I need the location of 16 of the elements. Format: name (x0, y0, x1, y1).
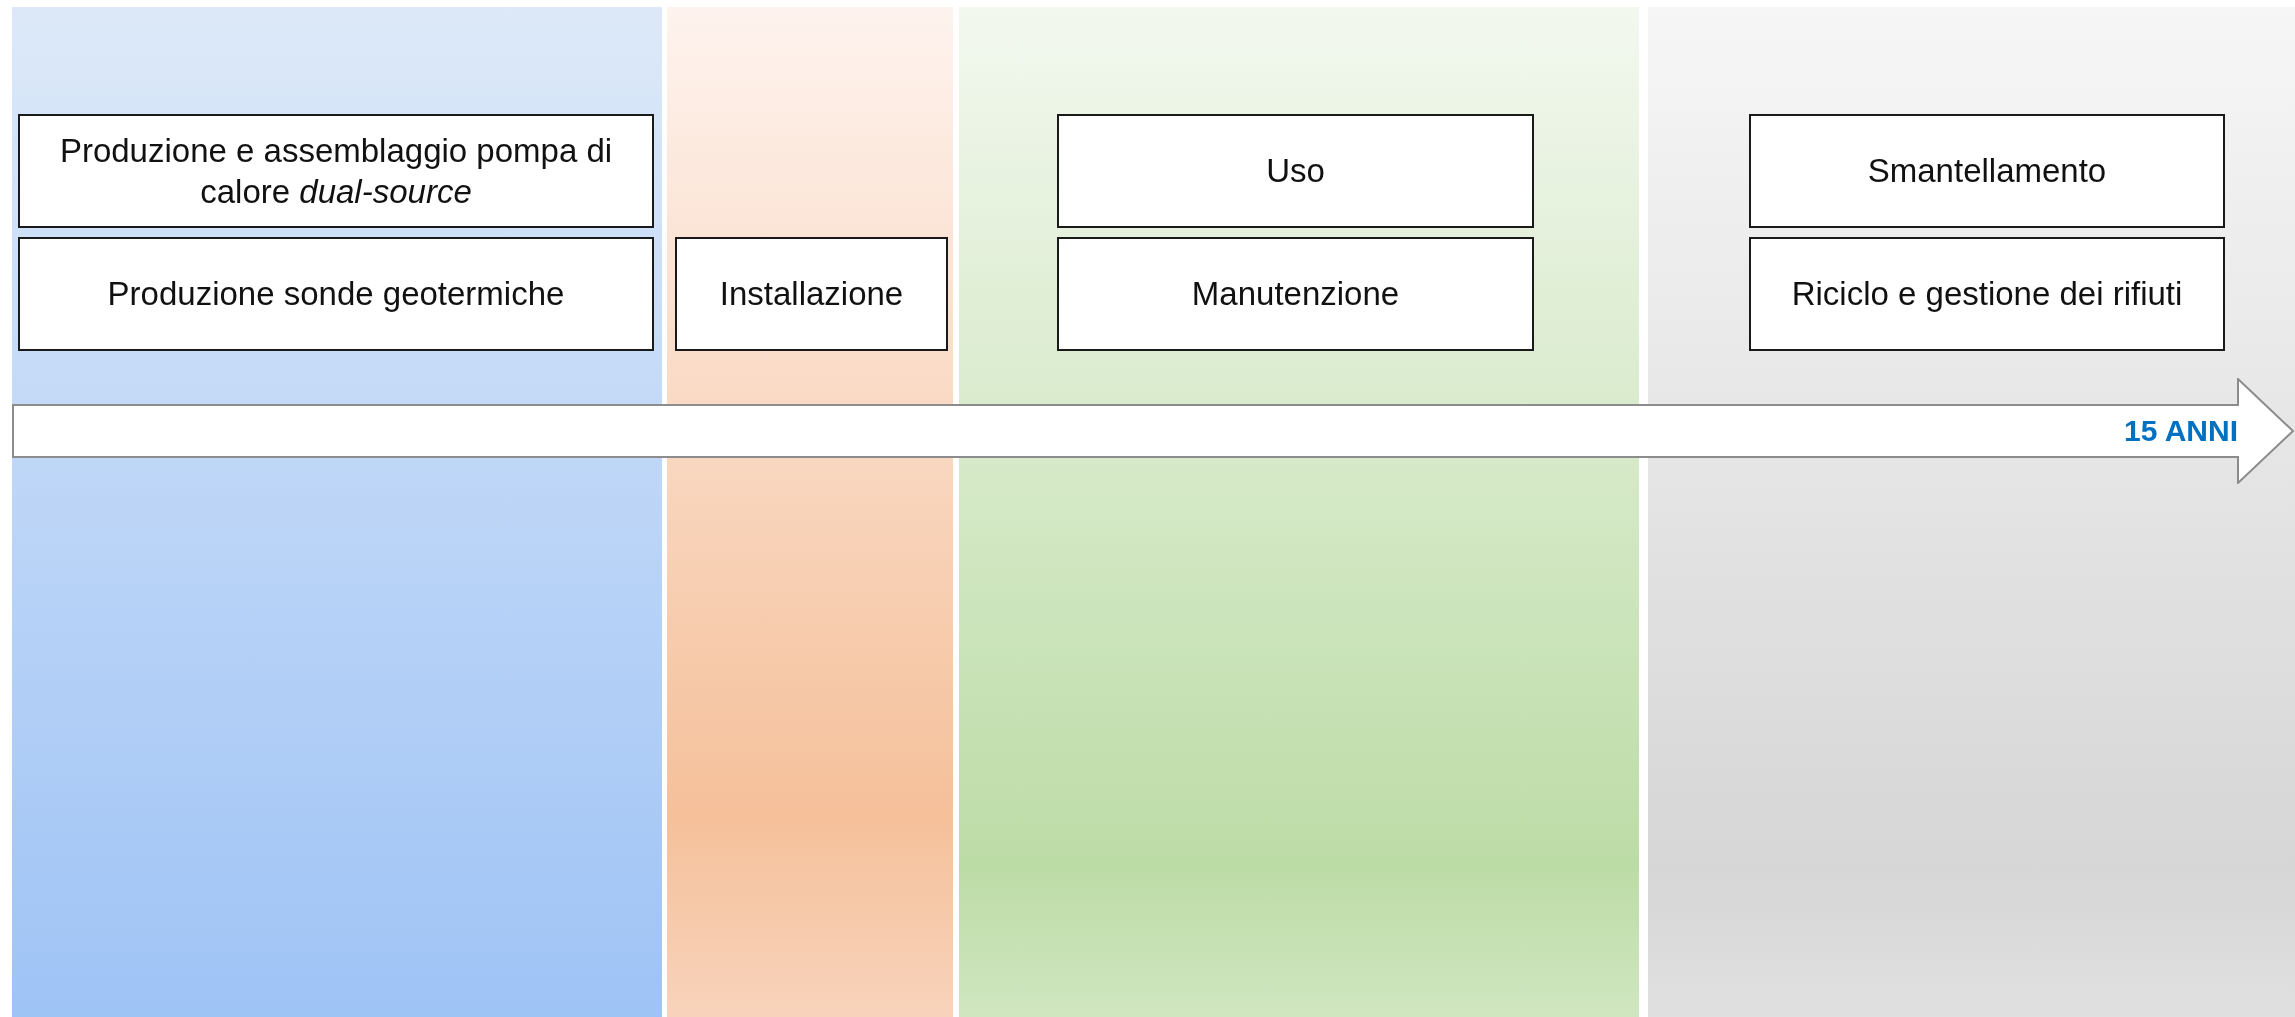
phase-box (18, 237, 654, 351)
phase-box (1057, 114, 1534, 228)
phase-box (675, 237, 948, 351)
timeline-arrow (12, 378, 2294, 484)
phase-label: Produzione sonde geotermiche (107, 274, 565, 315)
phase-box (1749, 114, 2225, 228)
phase-label: Manutenzione (1191, 274, 1400, 315)
phase-box (1749, 237, 2225, 351)
phase-label: Uso (1266, 151, 1325, 192)
phase-label: Produzione e assemblaggio pompa di calore dual-source (58, 130, 614, 212)
phase-box (1057, 237, 1534, 351)
phase-label: Smantellamento (1867, 151, 2107, 192)
duration-label: 15 ANNI (2124, 414, 2238, 448)
phase-label: Installazione (719, 274, 904, 315)
phase-box (18, 114, 654, 228)
phase-label: Riciclo e gestione dei rifiuti (1791, 274, 2183, 315)
